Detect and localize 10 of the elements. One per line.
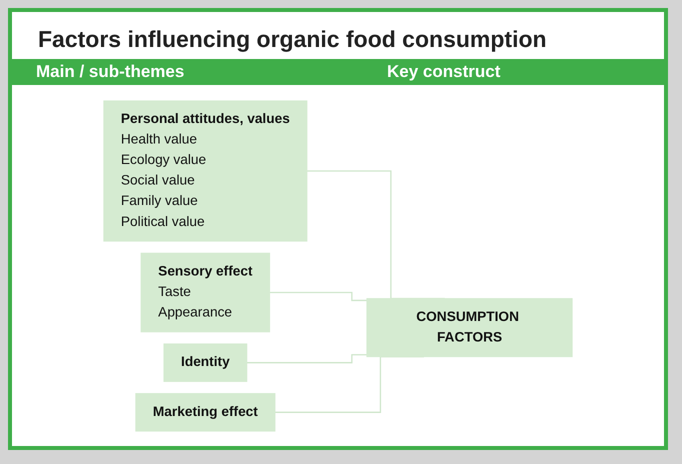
node-box: CONSUMPTION FACTORS <box>366 298 573 358</box>
column-header: Key construct <box>387 62 500 82</box>
node-box: Personal attitudes, values Health value Ecology value Social value Family value Political value <box>103 100 308 242</box>
node-box: Marketing effect <box>135 393 276 432</box>
connector <box>246 354 367 364</box>
node-box: Sensory effect Taste Appearance <box>140 252 270 332</box>
node-box: Identity <box>163 343 248 382</box>
connector <box>270 292 367 302</box>
column-header: Main / sub-themes <box>36 62 184 82</box>
diagram-title: Factors influencing organic food consumption <box>38 26 547 53</box>
